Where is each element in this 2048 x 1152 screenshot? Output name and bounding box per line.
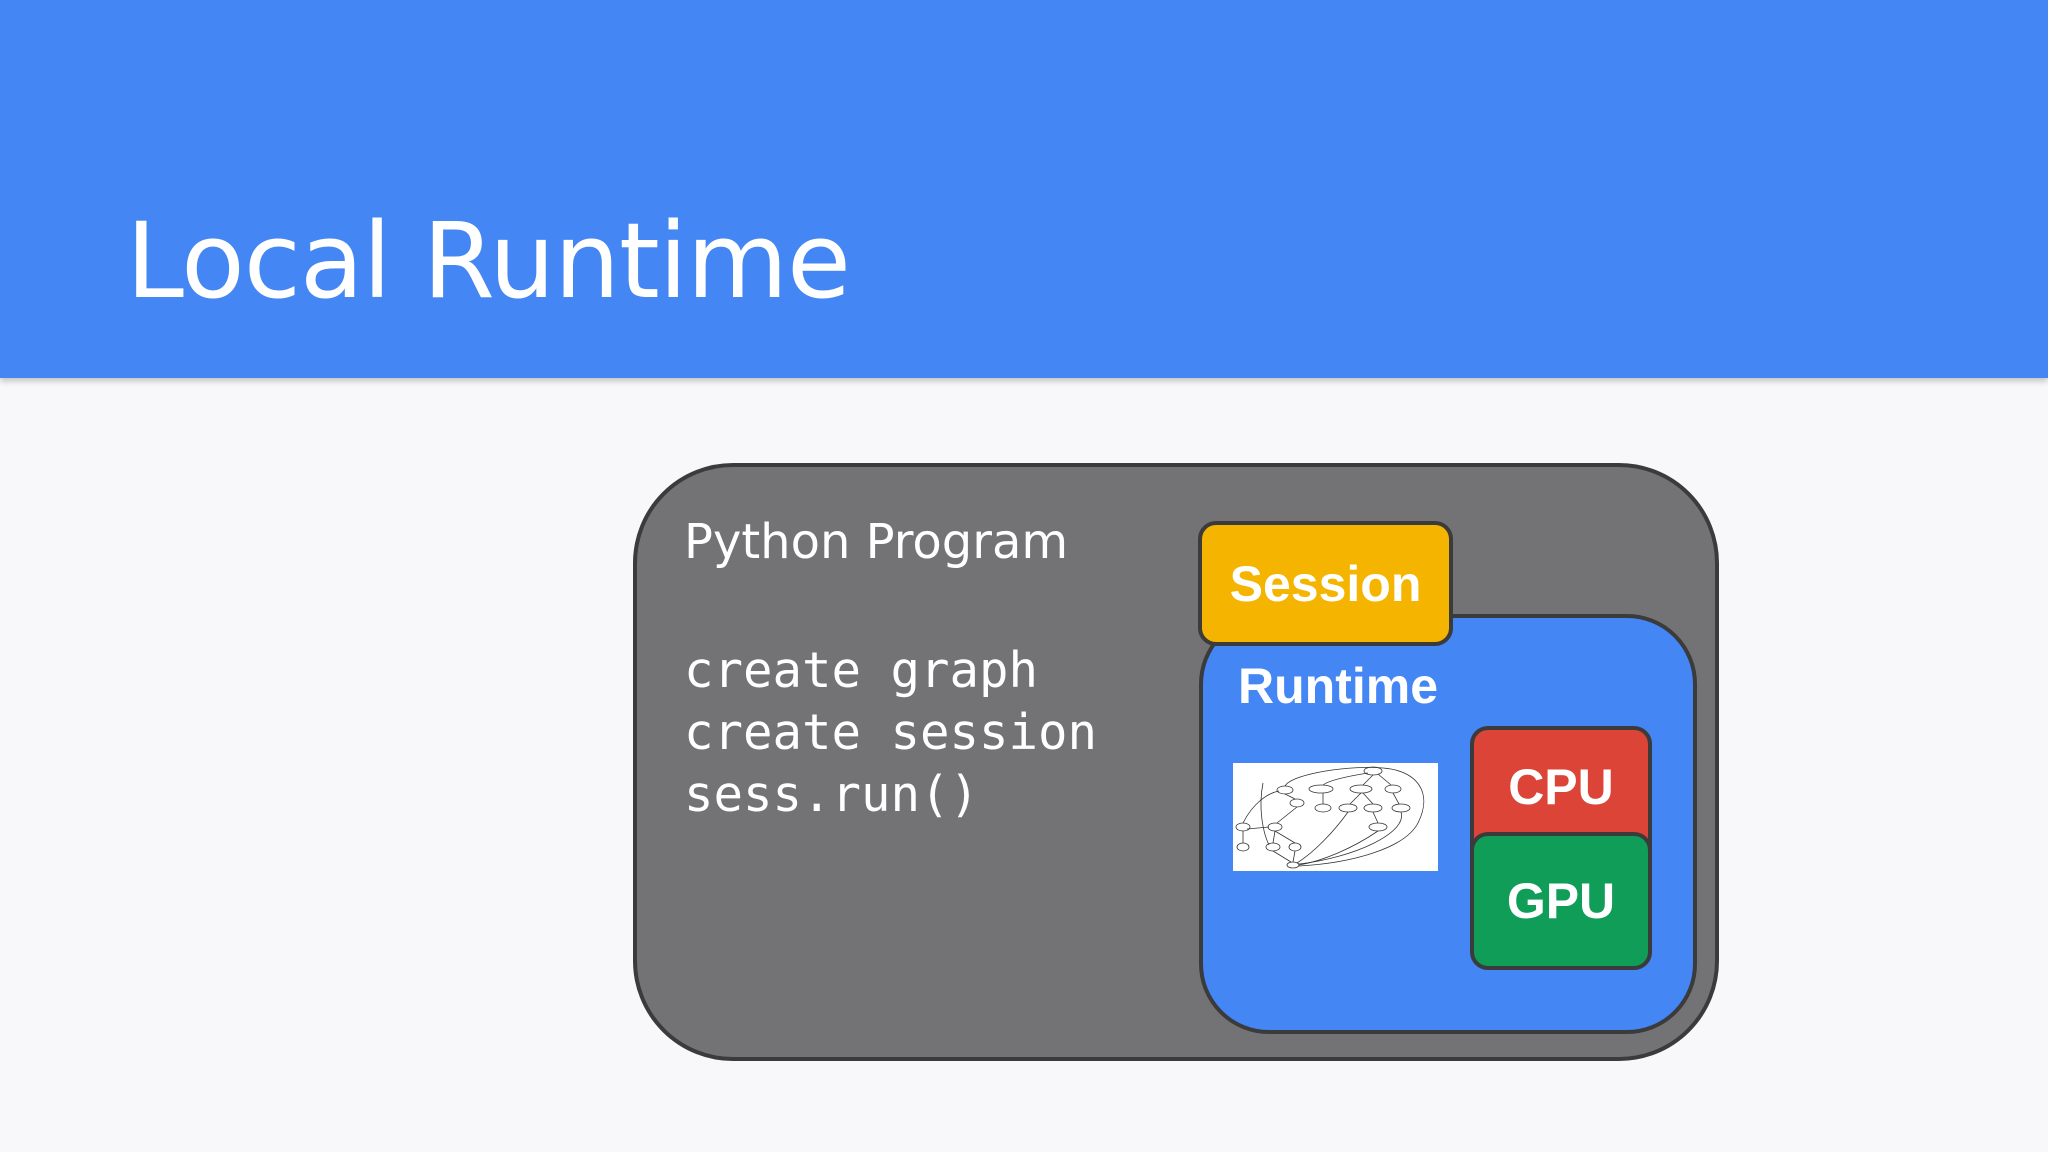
computation-graph-drawing	[1235, 766, 1425, 869]
code-line-sess-run: sess.run()	[684, 766, 980, 823]
title-bar	[0, 0, 2048, 378]
computation-graph-icon	[1233, 763, 1438, 871]
code-line-create-session: create session	[684, 704, 1098, 761]
code-line-create-graph: create graph	[684, 642, 1039, 699]
gpu-box: GPU	[1470, 832, 1652, 970]
code-block: create graph create session sess.run()	[684, 640, 1097, 826]
slide-title: Local Runtime	[126, 200, 851, 322]
python-program-label: Python Program	[684, 514, 1069, 570]
session-box: Session	[1198, 521, 1453, 646]
runtime-label: Runtime	[1238, 658, 1438, 714]
session-label: Session	[1229, 555, 1422, 612]
cpu-label: CPU	[1508, 759, 1614, 815]
gpu-label: GPU	[1506, 873, 1616, 929]
